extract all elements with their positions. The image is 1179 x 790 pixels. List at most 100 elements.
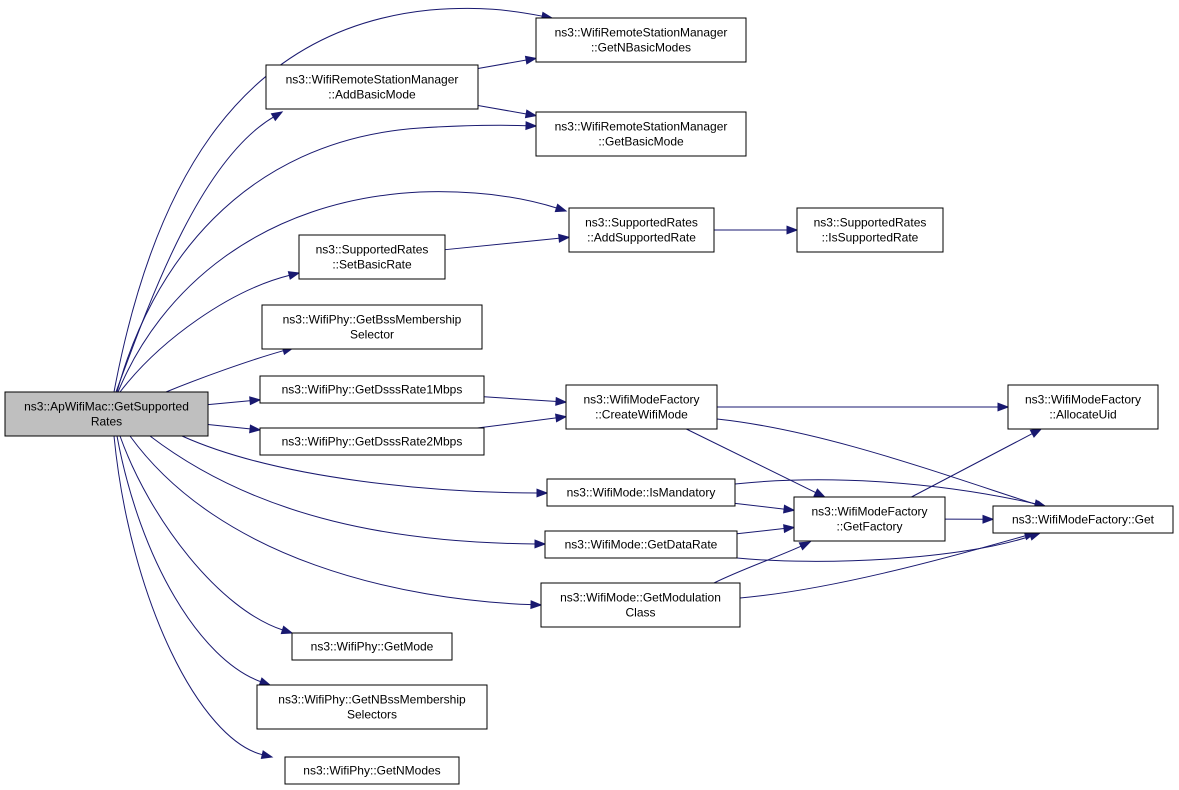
node-label-line: ns3::WifiRemoteStationManager [555,120,728,134]
arrowhead [982,514,995,524]
edge-line [207,424,252,430]
node-mode-getdatarate[interactable]: ns3::WifiMode::GetDataRate [544,530,738,559]
edge-line [713,545,803,584]
node-box[interactable] [796,207,944,253]
node-phy-getdsss2[interactable]: ns3::WifiPhy::GetDsssRate2Mbps [259,427,485,456]
call-edge-root-to-phy_getdsss1 [207,396,262,406]
node-label-line: ns3::WifiRemoteStationManager [555,26,728,40]
node-box[interactable] [256,684,488,730]
node-box[interactable] [291,632,453,661]
node-sr-addsupportedrate[interactable]: ns3::SupportedRates::AddSupportedRate [568,207,715,253]
call-edge-root-to-mode_getmodulation [129,435,543,610]
call-edge-root-to-phy_getnbss [116,435,272,686]
arrowhead [813,488,826,498]
edge-line [165,349,285,393]
edge-line [911,432,1034,498]
node-label-line: ns3::WifiPhy::GetDsssRate2Mbps [282,435,463,449]
edge-line [119,274,291,393]
arrowhead [534,539,547,549]
node-label-line: ns3::SupportedRates [814,216,927,230]
node-box[interactable] [535,111,747,157]
node-label-line: ns3::WifiPhy::GetNBssMembership [278,693,466,707]
node-box[interactable] [4,391,209,437]
node-label-line: Selector [350,328,394,342]
arrowhead [997,402,1010,412]
node-rsm-getnbasicmodes[interactable]: ns3::WifiRemoteStationManager::GetNBasic… [535,17,747,63]
node-box[interactable] [298,234,446,280]
edge-line [736,527,786,535]
node-label-line: ns3::WifiModeFactory::Get [1012,513,1155,527]
node-sr-issupportedrate[interactable]: ns3::SupportedRates::IsSupportedRate [796,207,944,253]
arrowhead [280,625,294,635]
node-label-line: ns3::WifiRemoteStationManager [286,73,459,87]
node-label-line: Selectors [347,708,397,722]
node-mf-getfactory[interactable]: ns3::WifiModeFactory::GetFactory [793,496,946,542]
node-box[interactable] [284,756,460,785]
node-box[interactable] [540,582,741,628]
node-label-line: ns3::WifiPhy::GetNModes [303,764,440,778]
arrowhead [555,396,568,406]
node-rsm-addbasicmode[interactable]: ns3::WifiRemoteStationManager::AddBasicM… [265,64,479,110]
arrowhead [258,677,272,686]
node-label-line: ns3::WifiMode::GetModulation [560,591,721,605]
node-phy-getnmodes[interactable]: ns3::WifiPhy::GetNModes [284,756,460,785]
edge-line [149,435,537,545]
edge-line [686,428,817,494]
node-box[interactable] [259,375,485,404]
arrowhead [249,396,262,406]
call-edge-root-to-phy_getmode [119,435,294,635]
node-label-line: ::GetBasicMode [598,135,684,149]
node-label-line: Class [625,606,655,620]
call-edges [113,7,1049,759]
arrowhead [555,413,568,423]
call-edge-root-to-sr_addsupportedrate [117,191,568,393]
node-mode-ismandatory[interactable]: ns3::WifiMode::IsMandatory [546,478,736,507]
call-edge-mf_createwifimode-to-mf_get [716,418,1049,510]
node-label-line: ::AllocateUid [1049,408,1116,422]
node-box[interactable] [565,384,718,430]
call-edge-root-to-phy_getnmodes [113,435,274,759]
node-phy-getdsss1[interactable]: ns3::WifiPhy::GetDsssRate1Mbps [259,375,485,404]
edge-line [734,502,786,510]
node-mf-createwifimode[interactable]: ns3::WifiModeFactory::CreateWifiMode [565,384,718,430]
edge-line [734,479,1037,505]
node-label-line: ns3::WifiPhy::GetBssMembership [283,313,462,327]
node-sr-setbasicrate[interactable]: ns3::SupportedRates::SetBasicRate [298,234,446,280]
node-phy-getmode[interactable]: ns3::WifiPhy::GetMode [291,632,453,661]
node-label-line: ns3::ApWifiMac::GetSupported [24,400,189,414]
node-box[interactable] [546,478,736,507]
node-box[interactable] [793,496,946,542]
arrowhead [530,600,543,610]
node-label-line: ::IsSupportedRate [822,231,919,245]
node-box[interactable] [568,207,715,253]
call-edge-root-to-mode_ismandatory [181,435,549,498]
node-box[interactable] [544,530,738,559]
edge-line [117,191,558,393]
node-mf-allocateuid[interactable]: ns3::WifiModeFactory::AllocateUid [1007,384,1159,430]
edge-line [477,59,528,69]
node-box[interactable] [259,427,485,456]
node-box[interactable] [261,304,483,350]
edge-line [115,116,275,393]
call-edge-root-to-phy_getdsss2 [207,424,262,434]
node-rsm-getbasicmode[interactable]: ns3::WifiRemoteStationManager::GetBasicM… [535,111,747,157]
edge-line [116,435,262,683]
node-mf-get[interactable]: ns3::WifiModeFactory::Get [992,505,1174,534]
node-box[interactable] [535,17,747,63]
node-box[interactable] [265,64,479,110]
edge-line [444,237,561,251]
node-label-line: Rates [91,415,122,429]
edge-line [119,435,284,631]
arrowhead [525,121,538,131]
node-box[interactable] [1007,384,1159,430]
edge-line [207,400,252,406]
node-label-line: ns3::WifiModeFactory [583,393,699,407]
node-box[interactable] [992,505,1174,534]
call-edge-rsm_addbasicmode-to-rsm_getnbasicmodes [477,55,538,69]
call-edge-sr_addsupportedrate-to-sr_issupportedrate [714,225,799,235]
